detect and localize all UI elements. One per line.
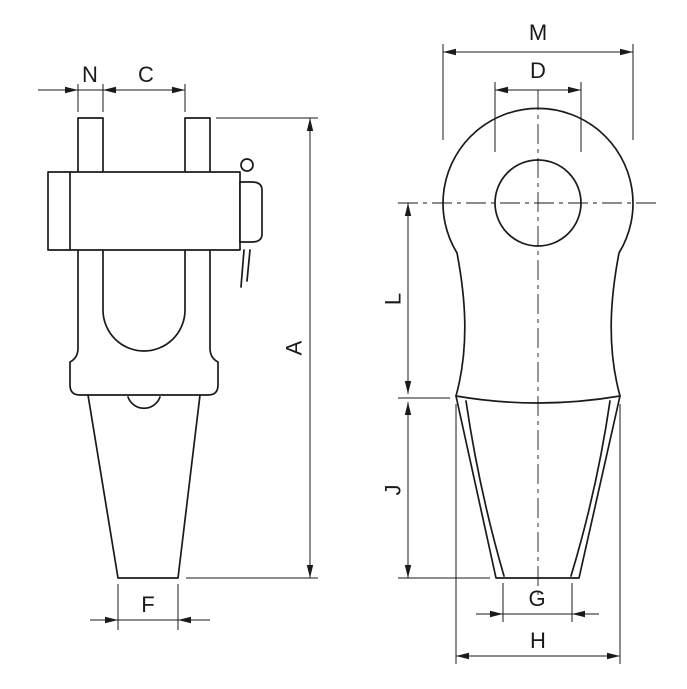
arrowhead	[404, 565, 412, 578]
left-view-open-socket	[47, 117, 263, 579]
cone-lip-curve	[455, 395, 621, 404]
pin-nut	[239, 181, 263, 243]
extension-lines-d	[494, 82, 582, 152]
cotter-pin-ring-icon	[240, 158, 254, 172]
extension-lines-top	[77, 84, 186, 112]
cone-outline	[87, 394, 201, 579]
extension-lines-h	[455, 404, 621, 664]
dimension-label-d: D	[530, 58, 546, 83]
cotter-pin-legs	[240, 249, 251, 288]
arrowhead	[404, 381, 412, 394]
arrowhead	[306, 118, 314, 131]
rope-hole-arc	[127, 396, 161, 410]
eye-hole	[494, 159, 582, 247]
arrowhead	[607, 652, 620, 660]
arrowhead	[105, 616, 118, 624]
dimension-label-n: N	[82, 62, 98, 87]
arrowhead	[495, 86, 508, 94]
right-view-closed-socket	[398, 90, 660, 596]
arrowhead	[456, 652, 469, 660]
arrowhead	[172, 86, 185, 94]
dimension-label-l: L	[381, 293, 406, 305]
arrowhead	[65, 86, 78, 94]
arrowhead	[404, 402, 412, 415]
extension-lines-f	[117, 584, 179, 630]
right-view-dimensions: M D L J G H	[381, 20, 634, 664]
arrowhead	[572, 610, 585, 618]
dimension-label-m: M	[529, 20, 547, 45]
pin-body	[47, 171, 241, 251]
arrowhead	[568, 86, 581, 94]
left-view-dimensions: N C A F	[38, 62, 318, 630]
extension-lines-g	[502, 583, 573, 622]
dimension-label-a: A	[282, 340, 307, 355]
cone-inner-taper-right	[570, 400, 611, 577]
dimension-label-j: J	[381, 485, 406, 496]
fork-body-outline	[69, 117, 219, 396]
arrowhead	[178, 616, 191, 624]
arrowhead	[490, 610, 503, 618]
arrowhead	[404, 203, 412, 216]
dimension-label-c: C	[138, 62, 154, 87]
dimension-label-f: F	[141, 592, 154, 617]
dimension-label-h: H	[530, 628, 546, 653]
cone-inner-taper-left	[465, 400, 505, 577]
arrowhead	[443, 48, 456, 56]
arrowhead	[306, 565, 314, 578]
extension-lines-m	[442, 44, 634, 140]
dimension-label-g: G	[528, 586, 545, 611]
arrowhead	[620, 48, 633, 56]
